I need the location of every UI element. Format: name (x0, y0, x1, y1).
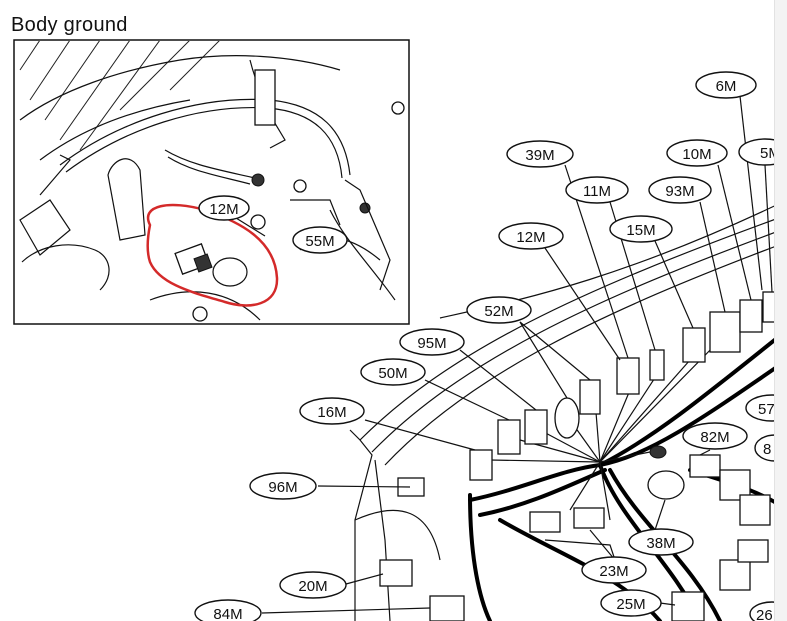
callout-23m: 23M (599, 563, 628, 580)
callout-15m: 15M (626, 222, 655, 239)
callout-16m: 16M (317, 404, 346, 421)
inset-frame (13, 39, 410, 325)
callout-93m: 93M (665, 183, 694, 200)
callout-38m: 38M (646, 535, 675, 552)
callout-52m: 52M (484, 303, 513, 320)
callout-57: 57 (758, 401, 775, 418)
callout-26: 26 (756, 607, 773, 621)
connector-93m (709, 311, 741, 353)
callout-84m: 84M (213, 606, 242, 621)
callout-96m: 96M (268, 479, 297, 496)
callout-10m: 10M (682, 146, 711, 163)
ground-terminal (251, 173, 265, 187)
connector-52m (554, 397, 580, 439)
connector-82m (689, 454, 721, 478)
connector-23m-a (529, 511, 561, 533)
connector-84m (429, 595, 465, 621)
connector-38m (647, 470, 685, 500)
callout-20m: 20M (298, 578, 327, 595)
connector-group (379, 291, 778, 621)
connector-50m (497, 419, 521, 455)
callout-25m: 25M (616, 596, 645, 613)
connector-25m (671, 591, 705, 621)
callout-39m: 39M (525, 147, 554, 164)
connector-16m (469, 449, 493, 481)
connector-39m (616, 357, 640, 395)
connector-20m (379, 559, 413, 587)
callout-50m: 50M (378, 365, 407, 382)
diagram-title: Body ground (11, 14, 128, 36)
connector-95m (524, 409, 548, 445)
callout-82m: 82M (700, 429, 729, 446)
callout-6m: 6M (716, 78, 737, 95)
callout-inset-55m: 55M (305, 233, 334, 250)
connector-23m-b (573, 507, 605, 529)
connector-11m (649, 349, 665, 381)
connector-10m (739, 299, 763, 333)
callout-12m: 12M (516, 229, 545, 246)
highlight-circle (146, 203, 279, 307)
right-edge-bar (774, 0, 787, 621)
connector-15m (682, 327, 706, 363)
body-ground-inset: 12M 55M (13, 39, 410, 325)
callout-inset-12m: 12M (209, 201, 238, 218)
callout-8x: 8 (763, 441, 771, 458)
callout-11m: 11M (583, 183, 611, 200)
callout-95m: 95M (417, 335, 446, 352)
inset-drawing (19, 41, 405, 322)
